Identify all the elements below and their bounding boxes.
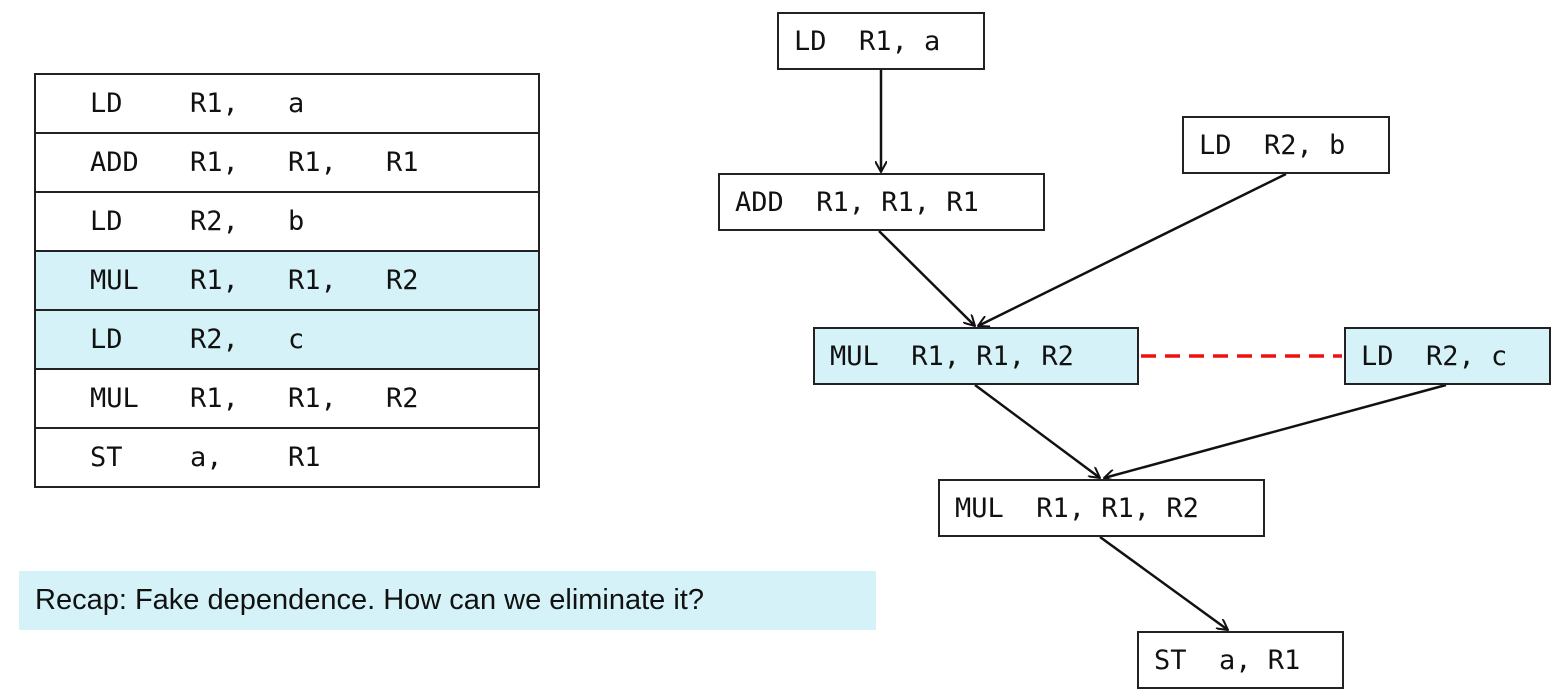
instruction-operand: R1,: [190, 250, 288, 311]
instruction-operand: b: [288, 191, 386, 252]
instruction-opcode: ADD: [34, 132, 190, 193]
instruction-operand: R1,: [190, 132, 288, 193]
instruction-operand: a: [288, 73, 386, 134]
instruction-opcode: ST: [34, 427, 190, 488]
instruction-opcode: LD: [34, 73, 190, 134]
instruction-operand: a,: [190, 427, 288, 488]
instruction-operand: c: [288, 309, 386, 370]
caption: Recap: Fake dependence. How can we elimi…: [19, 571, 876, 630]
instruction-operand: R2,: [190, 191, 288, 252]
instruction-operand: R1,: [288, 368, 386, 429]
instruction-operand: R2: [386, 368, 540, 429]
dag-node-mul-second: MUL R1, R1, R2: [938, 479, 1265, 537]
instruction-opcode: MUL: [34, 250, 190, 311]
instruction-operand: [386, 73, 540, 134]
dependence-edge-mul1-to-mul2: [974, 383, 1100, 478]
dag-node-mul-first: MUL R1, R1, R2: [813, 327, 1139, 385]
instruction-operand: [386, 427, 540, 488]
dependence-edge-mul2-to-st: [1099, 535, 1228, 630]
dependence-edge-ld_b-to-mul1: [978, 172, 1287, 326]
instruction-operand: R1,: [190, 73, 288, 134]
instruction-operand: R1,: [288, 132, 386, 193]
dag-node-add-r1: ADD R1, R1, R1: [718, 173, 1045, 231]
dag-node-ld-r1-a: LD R1, a: [777, 12, 985, 70]
dependence-edge-add-to-mul1: [878, 230, 975, 326]
instruction-operand: R1: [288, 427, 386, 488]
instruction-operand: R1,: [190, 368, 288, 429]
dag-node-ld-r2-c: LD R2, c: [1344, 327, 1551, 385]
instruction-operand: [386, 309, 540, 370]
dependence-edge-ld_c-to-mul2: [1104, 383, 1447, 478]
instruction-opcode: MUL: [34, 368, 190, 429]
instruction-opcode: LD: [34, 309, 190, 370]
instruction-operand: [386, 191, 540, 252]
instruction-operand: R1,: [288, 250, 386, 311]
dag-node-ld-r2-b: LD R2, b: [1182, 116, 1390, 174]
instruction-opcode: LD: [34, 191, 190, 252]
instruction-operand: R2: [386, 250, 540, 311]
instruction-operand: R1: [386, 132, 540, 193]
dag-node-st-a-r1: ST a, R1: [1137, 631, 1344, 689]
instruction-operand: R2,: [190, 309, 288, 370]
